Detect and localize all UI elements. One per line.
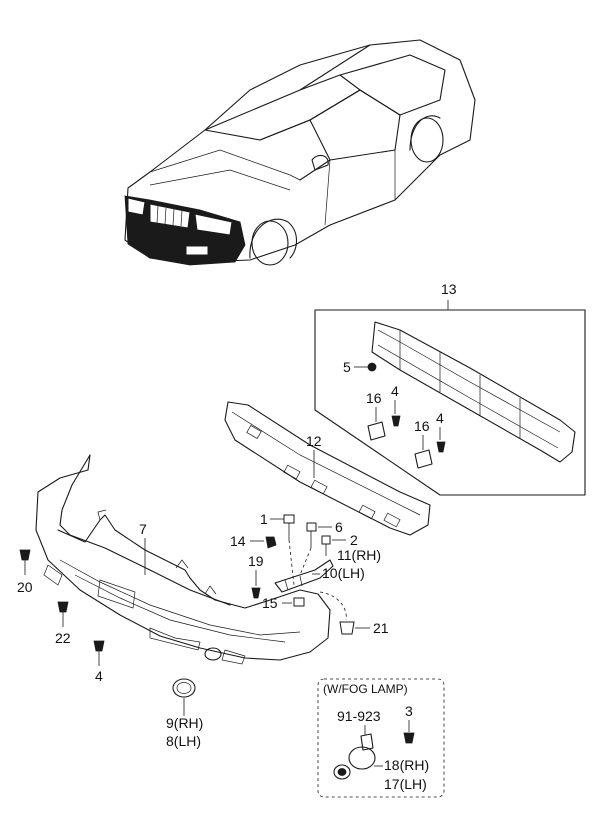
callout-18: 18(RH) — [384, 757, 429, 773]
callout-8: 8(LH) — [166, 733, 201, 749]
callout-2: 2 — [350, 532, 358, 548]
callout-19: 19 — [248, 553, 264, 569]
callout-7: 7 — [139, 521, 147, 537]
callout-6: 6 — [335, 519, 343, 535]
fastener-15: 15 — [262, 595, 305, 611]
callout-1: 1 — [260, 511, 268, 527]
fastener-14: 14 — [230, 533, 277, 549]
callout-14: 14 — [230, 533, 246, 549]
callout-17: 17(LH) — [384, 776, 427, 792]
reinforcement-box: 13 5 16 4 16 4 — [314, 281, 586, 496]
callout-22: 22 — [55, 630, 71, 646]
callout-91-923: 91-923 — [337, 708, 381, 724]
callout-9: 9(RH) — [166, 715, 203, 731]
callout-4c: 4 — [95, 668, 103, 684]
fastener-1: 1 — [260, 511, 295, 586]
fog-lamp-title: (W/FOG LAMP) — [323, 682, 408, 696]
fog-cover: 9(RH) 8(LH) — [166, 678, 203, 749]
callout-4a: 4 — [391, 383, 399, 399]
callout-16b: 16 — [414, 418, 430, 434]
callout-15: 15 — [262, 595, 278, 611]
callout-16a: 16 — [366, 390, 382, 406]
fastener-21: 21 — [319, 591, 389, 636]
fastener-19: 19 — [248, 553, 264, 599]
fastener-4c: 4 — [93, 640, 105, 684]
energy-absorber: 12 — [224, 401, 431, 536]
callout-11: 11(RH) — [337, 547, 381, 563]
callout-21: 21 — [373, 620, 389, 636]
callout-5: 5 — [343, 359, 351, 375]
car-overview — [124, 39, 476, 266]
callout-20: 20 — [17, 579, 33, 595]
side-bracket: 11(RH) 10(LH) — [274, 547, 381, 593]
fastener-2: 2 — [321, 532, 358, 556]
callout-10: 10(LH) — [322, 565, 365, 581]
fastener-20: 20 — [17, 549, 33, 595]
callout-3: 3 — [405, 703, 413, 719]
callout-4b: 4 — [436, 410, 444, 426]
bumper-cover: 7 — [35, 454, 331, 665]
callout-12: 12 — [306, 433, 322, 449]
fastener-22: 22 — [55, 601, 71, 646]
fog-lamp-box: (W/FOG LAMP) 91-923 3 18(RH) 17(LH) — [317, 678, 445, 798]
fastener-6: 6 — [299, 519, 343, 576]
callout-13: 13 — [441, 281, 457, 297]
